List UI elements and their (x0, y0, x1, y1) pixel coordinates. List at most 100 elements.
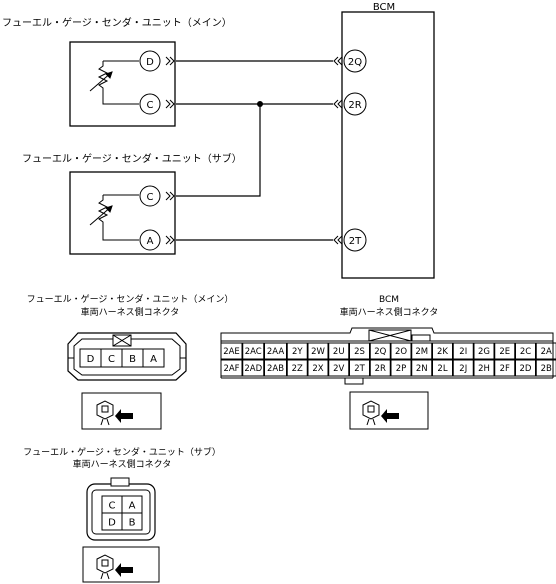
connector-cell-label: 2AD (244, 364, 262, 374)
main-connector-harness-label: 車両ハーネス側コネクタ (81, 306, 180, 318)
connector-cell-label: C (109, 500, 116, 511)
connector-cell-label: 2F (500, 364, 510, 374)
connector-cell: 2D (515, 359, 536, 377)
connector-cell-label: 2R (375, 364, 386, 374)
connector-cell: D (79, 348, 102, 368)
pin-sub-a: A (139, 229, 161, 251)
connector-cell-label: D (87, 354, 95, 365)
connector-cell: 2K (432, 342, 453, 360)
connector-cell: D (101, 512, 123, 531)
connector-cell-label: C (108, 354, 115, 365)
wires (176, 60, 333, 241)
main-connector-title: フューエル・ゲージ・センダ・ユニット（メイン） (27, 293, 234, 305)
connector-cell-label: 2P (396, 364, 407, 374)
pin-bcm-2q: 2Q (343, 49, 367, 73)
connector-cell-label: 2K (437, 347, 448, 357)
connector-plug-icon (362, 400, 399, 426)
pin-bcm-2r: 2R (343, 92, 367, 116)
connector-cell: 2Y (286, 342, 308, 360)
sub-unit-box (69, 171, 176, 255)
svg-text:2T: 2T (349, 236, 362, 247)
bcm-box (341, 11, 435, 279)
sub-connector-face (86, 477, 156, 541)
sub-sender-resistor-symbol (89, 194, 139, 241)
connector-cell: A (142, 348, 165, 368)
connector-cell: 2S (349, 342, 370, 360)
connector-cell-label: D (108, 517, 116, 528)
connector-cell-label: 2S (354, 347, 365, 357)
connector-cell: 2I (452, 342, 474, 360)
bcm-side-connector-marks (333, 56, 343, 245)
pin-main-d: D (139, 50, 161, 72)
connector-cell: 2C (515, 342, 536, 360)
connector-cell: 2V (328, 359, 350, 377)
pin-bcm-2t: 2T (343, 228, 367, 252)
sub-unit-title: フューエル・ゲージ・センダ・ユニット（サブ） (22, 152, 242, 165)
connector-cell: 2AD (242, 359, 265, 377)
unit-side-connector-marks (165, 56, 175, 245)
svg-text:C: C (147, 192, 154, 203)
connector-cell: B (121, 348, 144, 368)
connector-cell: 2T (349, 359, 370, 377)
svg-text:2R: 2R (348, 100, 361, 111)
connector-cell-label: 2M (415, 347, 428, 357)
connector-cell: C (101, 495, 123, 514)
connector-cell-label: B (129, 517, 136, 528)
connector-cell: 2L (432, 359, 453, 377)
connector-cell-label: 2AB (267, 364, 284, 374)
connector-cell-label: 2C (520, 347, 531, 357)
main-view-direction-box (81, 392, 162, 430)
connector-cell: C (100, 348, 123, 368)
connector-cell: 2Q (369, 342, 391, 360)
connector-cell-label: 2X (312, 364, 323, 374)
connector-cell-label: 2Y (292, 347, 303, 357)
connector-cell: 2O (390, 342, 412, 360)
connector-cell-label: 2Z (292, 364, 303, 374)
sub-connector-title: フューエル・ゲージ・センダ・ユニット（サブ） (23, 446, 221, 458)
connector-cell: 2M (411, 342, 433, 360)
connector-cell-label: 2L (437, 364, 447, 374)
connector-cell: 2AF (220, 359, 243, 377)
connector-cell: 2AA (264, 342, 287, 360)
main-unit-box (69, 41, 176, 127)
connector-cell: 2AE (220, 342, 243, 360)
connector-plug-icon (96, 554, 133, 580)
pin-sub-c: C (139, 185, 161, 207)
connector-cell-label: 2O (395, 347, 407, 357)
connector-cell-label: 2I (459, 347, 467, 357)
bcm-connector-harness-label: 車両ハーネス側コネクタ (340, 306, 439, 318)
connector-cell-label: 2W (311, 347, 325, 357)
connector-cell: 2G (473, 342, 495, 360)
connector-cell-label: 2H (478, 364, 490, 374)
connector-cell-label: 2G (478, 347, 490, 357)
sub-view-direction-box (82, 546, 160, 583)
main-unit-title: フューエル・ゲージ・センダ・ユニット（メイン） (2, 16, 232, 29)
connector-plug-icon (96, 400, 133, 426)
wire-junction-dot (257, 101, 263, 107)
connector-cell-label: 2D (520, 364, 532, 374)
bcm-title: BCM (373, 2, 395, 13)
connector-cell-label: 2AE (223, 347, 240, 357)
connector-cell: 2A (535, 342, 556, 360)
connector-cell-label: 2B (541, 364, 552, 374)
connector-cell: 2H (473, 359, 495, 377)
connector-cell-label: 2Q (374, 347, 386, 357)
connector-cell: 2P (390, 359, 412, 377)
svg-text:D: D (146, 57, 154, 68)
connector-cell: 2B (535, 359, 556, 377)
connector-cell-label: 2J (459, 364, 467, 374)
connector-cell-label: 2V (333, 364, 344, 374)
connector-cell: B (121, 512, 143, 531)
connector-cell: 2X (307, 359, 329, 377)
sub-connector-harness-label: 車両ハーネス側コネクタ (73, 458, 172, 470)
connector-cell-label: 2AC (245, 347, 262, 357)
bcm-view-direction-box (349, 391, 429, 430)
connector-cell: 2W (307, 342, 329, 360)
connector-cell: 2F (494, 359, 516, 377)
connector-cell-label: A (150, 354, 157, 365)
main-connector-face (67, 332, 187, 381)
connector-cell-label: 2AF (223, 364, 239, 374)
